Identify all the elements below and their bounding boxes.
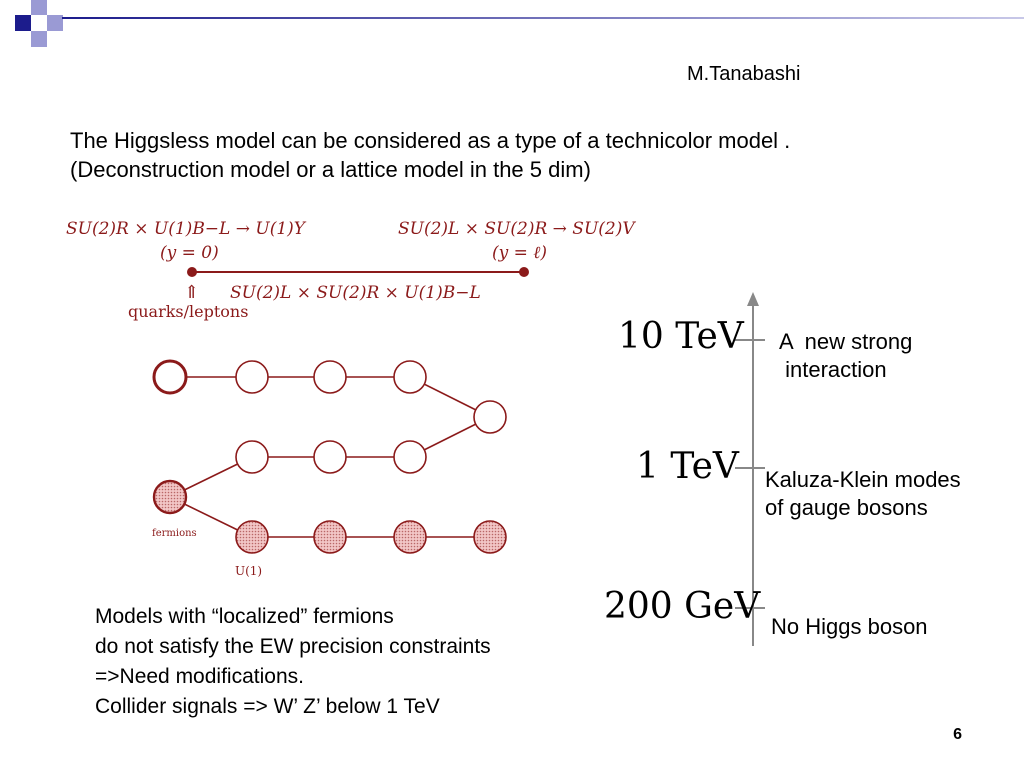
moose-node — [235, 360, 269, 394]
right-brane-group: SU(2)L × SU(2)R → SU(2)V — [398, 219, 636, 239]
bottom-text-block: Models with “localized” fermions do not … — [95, 602, 491, 722]
scale-label-10tev: 10 TeV — [618, 316, 744, 357]
deco-square-3 — [47, 15, 63, 31]
energy-scale-axis — [735, 292, 765, 646]
left-brane-point — [187, 267, 197, 277]
u1-label: U(1) — [235, 564, 262, 578]
right-brane-point — [519, 267, 529, 277]
moose-node — [152, 359, 188, 395]
bottom-line: =>Need modifications. — [95, 665, 304, 688]
deco-square-4 — [31, 31, 47, 47]
bottom-line: Models with “localized” fermions — [95, 605, 394, 628]
desc-no-higgs: No Higgs boson — [771, 613, 928, 641]
bottom-line: Collider signals => W’ Z’ below 1 TeV — [95, 695, 440, 718]
intro-line: The Higgsless model can be considered as… — [70, 128, 791, 153]
moose-node — [235, 440, 269, 474]
moose-fermion-node — [152, 479, 188, 515]
fermions-label: fermions — [152, 528, 197, 539]
intro-line: (Deconstruction model or a lattice model… — [70, 157, 591, 182]
desc-line: A new strong — [779, 329, 913, 354]
page-number: 6 — [953, 726, 962, 743]
author-name: M.Tanabashi — [687, 63, 801, 85]
left-brane-group: SU(2)R × U(1)B−L → U(1)Y — [66, 219, 307, 239]
moose-node — [313, 440, 347, 474]
moose-u1-node — [393, 520, 427, 554]
bottom-line: do not satisfy the EW precision constrai… — [95, 635, 491, 658]
double-up-arrow-icon: ⇑ — [184, 282, 199, 303]
desc-line: No Higgs boson — [771, 614, 928, 639]
moose-node — [473, 400, 507, 434]
moose-u1-node — [313, 520, 347, 554]
moose-node — [393, 360, 427, 394]
deco-square-1 — [15, 15, 31, 31]
bulk-gauge-group: SU(2)L × SU(2)R × U(1)B−L — [230, 283, 481, 303]
desc-line: Kaluza-Klein modes — [765, 467, 961, 492]
quarks-leptons-label: quarks/leptons — [128, 302, 248, 321]
left-brane-position: (y = 0) — [160, 243, 219, 263]
moose-u1-node — [473, 520, 507, 554]
scale-label-1tev: 1 TeV — [636, 446, 739, 487]
right-brane-position: (y = ℓ) — [492, 243, 547, 263]
intro-text: The Higgsless model can be considered as… — [70, 126, 790, 184]
scale-label-200gev: 200 GeV — [604, 586, 761, 627]
extra-dimension-diagram: SU(2)R × U(1)B−L → U(1)Y (y = 0) SU(2)L … — [66, 219, 636, 321]
desc-line: of gauge bosons — [765, 495, 928, 520]
desc-kaluza-klein: Kaluza-Klein modes of gauge bosons — [765, 466, 961, 522]
moose-diagram: fermions U(1) — [152, 359, 507, 578]
desc-new-strong-interaction: A new strong interaction — [779, 328, 912, 384]
deco-square-2 — [31, 0, 47, 15]
moose-u1-node — [235, 520, 269, 554]
desc-line: interaction — [779, 357, 887, 382]
moose-node — [393, 440, 427, 474]
moose-node — [313, 360, 347, 394]
axis-arrow-icon — [747, 292, 759, 306]
header-rule — [62, 17, 1024, 19]
